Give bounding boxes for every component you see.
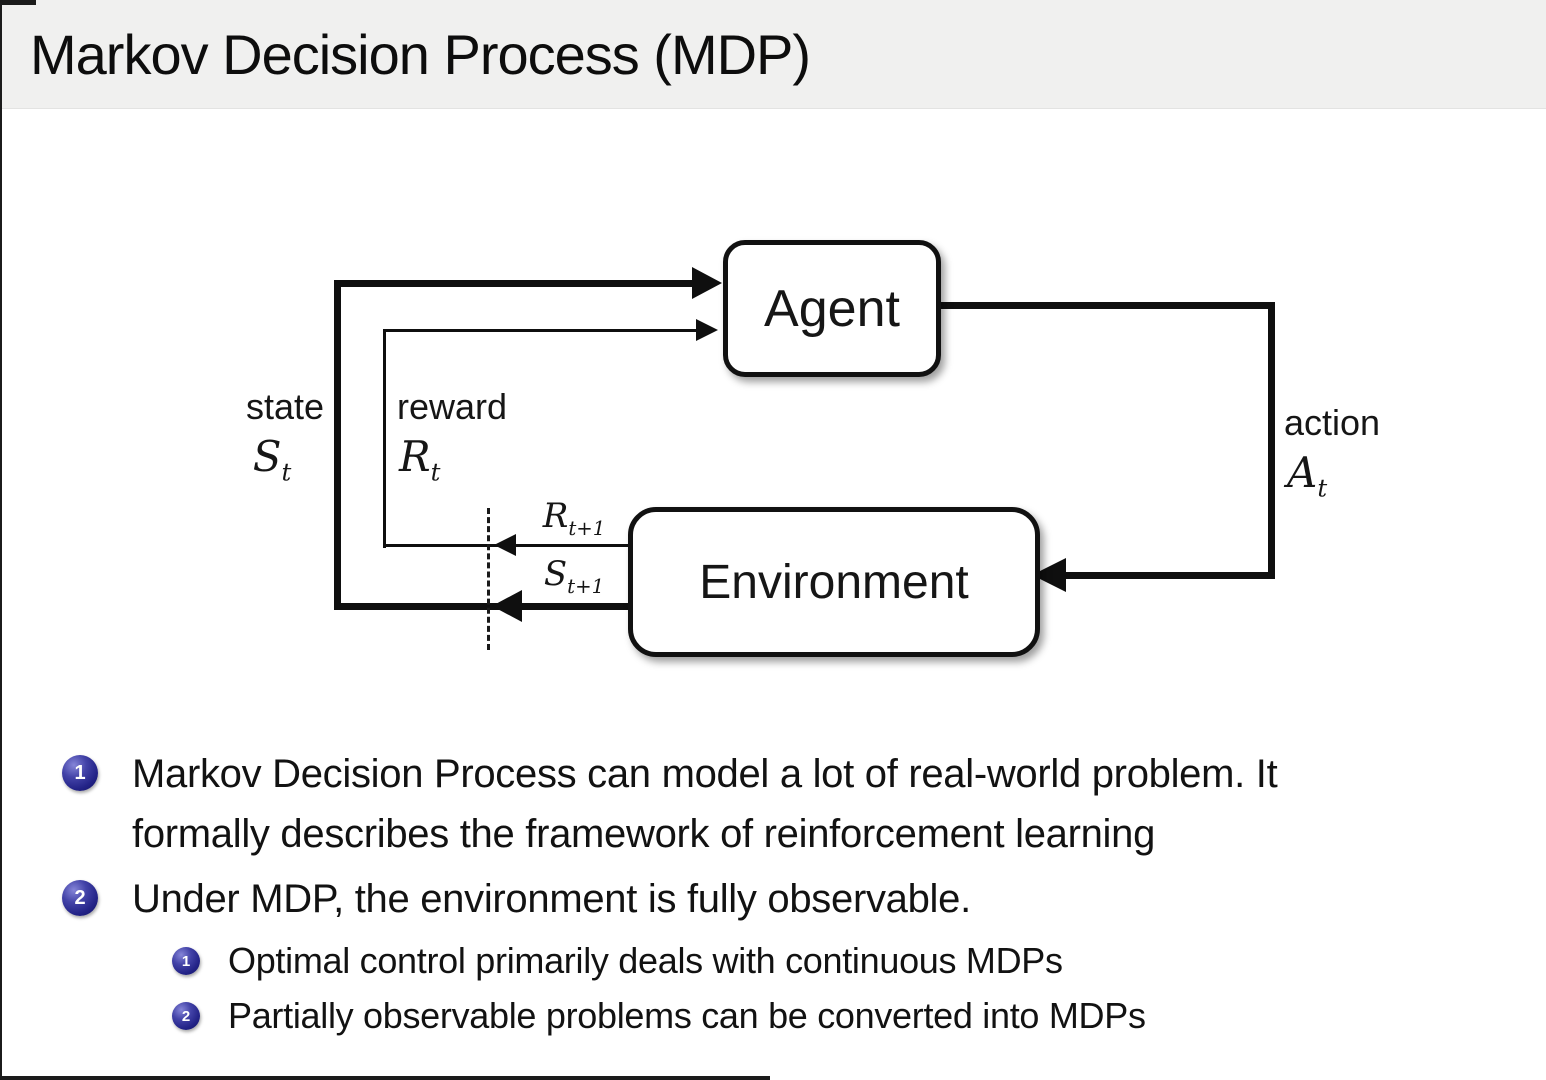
action-word-label: action	[1284, 402, 1381, 443]
reward-word-label: reward	[397, 386, 508, 427]
state-next-symbol-label: St+1	[543, 554, 605, 598]
sub-bullet-1-badge: 1	[172, 947, 200, 975]
state-symbol-label: St	[252, 432, 292, 487]
state-arrowhead-icon	[692, 267, 722, 299]
action-line-top	[925, 302, 1275, 309]
reward-line-top	[383, 329, 698, 332]
sub-bullet-item-2: 2 Partially observable problems can be c…	[172, 989, 1528, 1043]
timestep-dashed-line	[487, 508, 490, 650]
window-bottom-edge	[0, 1076, 770, 1080]
state-line-vertical	[334, 280, 341, 610]
bullet-1-badge: 1	[62, 755, 98, 791]
state-word-label: state	[245, 386, 324, 427]
state-line-bottom	[334, 603, 628, 610]
slide-header: Markov Decision Process (MDP)	[0, 0, 1546, 109]
bullet-item-2: 2 Under MDP, the environment is fully ob…	[62, 869, 1532, 929]
sub-bullet-item-1: 1 Optimal control primarily deals with c…	[172, 934, 1528, 988]
reward-symbol-label: Rt	[399, 432, 441, 487]
reward-line-vertical	[383, 329, 386, 548]
action-line-bottom	[1058, 572, 1275, 579]
window-top-edge	[0, 0, 36, 5]
agent-node: Agent	[723, 240, 941, 377]
reward-arrowhead-icon	[696, 319, 718, 341]
reward-next-symbol-label: Rt+1	[542, 496, 606, 540]
state-line-top	[334, 280, 696, 287]
sub-bullet-2-badge: 2	[172, 1002, 200, 1030]
action-line-vertical	[1268, 302, 1275, 579]
bullet-1-text: Markov Decision Process can model a lot …	[132, 752, 1278, 856]
environment-node: Environment	[628, 507, 1040, 657]
reward-next-arrowhead-icon	[494, 534, 516, 556]
bullet-2-text: Under MDP, the environment is fully obse…	[132, 877, 971, 921]
sub-bullet-1-text: Optimal control primarily deals with con…	[228, 940, 1063, 981]
sub-bullet-2-text: Partially observable problems can be con…	[228, 995, 1146, 1036]
bullet-item-1: 1 Markov Decision Process can model a lo…	[62, 744, 1532, 864]
window-left-edge	[0, 0, 2, 1080]
state-next-arrowhead-icon	[492, 590, 522, 622]
agent-label: Agent	[764, 279, 900, 338]
bullet-2-badge: 2	[62, 880, 98, 916]
environment-label: Environment	[699, 555, 969, 609]
page-title: Markov Decision Process (MDP)	[30, 23, 811, 86]
action-symbol-label: At	[1287, 448, 1328, 503]
